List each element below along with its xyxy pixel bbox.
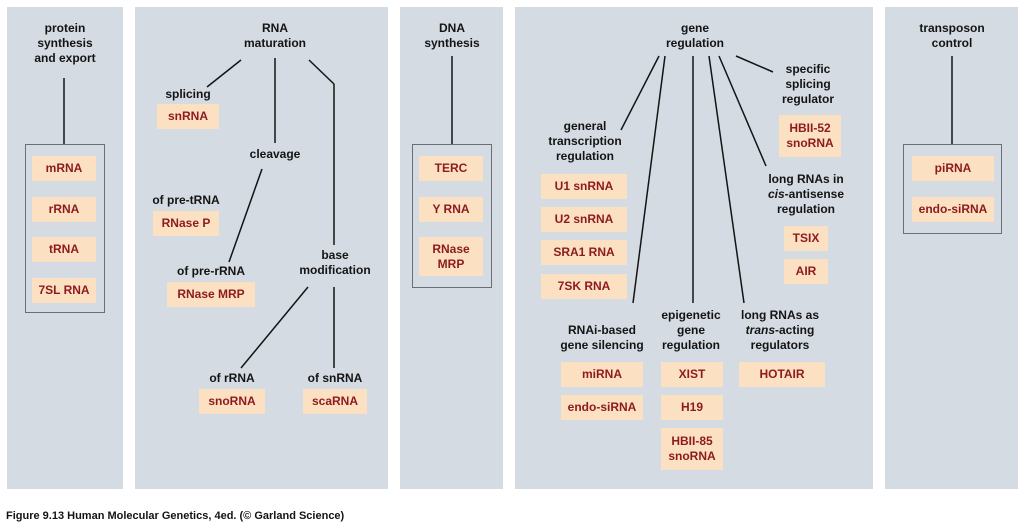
u1-snrna-box: U1 snRNA — [541, 174, 627, 199]
cleavage-label: cleavage — [249, 147, 301, 161]
splicing-label: splicing — [165, 87, 211, 101]
cis-label-part4: regulation — [776, 202, 835, 216]
cis-antisense-label: long RNAs in cis-antisense regulation — [748, 172, 864, 217]
air-box: AIR — [784, 259, 828, 284]
protein-title: protein synthesis and export — [34, 21, 96, 65]
hbii-52-snorna-box: HBII-52 snoRNA — [779, 115, 841, 157]
protein-frame — [25, 144, 105, 313]
mrna-box: mRNA — [32, 156, 96, 181]
dna-frame — [412, 144, 492, 288]
cis-label-part3: -antisense — [784, 187, 845, 201]
hbii-85-snorna-box: HBII-85 snoRNA — [661, 428, 723, 470]
trans-label-part3: -acting — [775, 323, 815, 337]
y-rna-box: Y RNA — [419, 197, 483, 222]
endo-sirna-gene-box: endo-siRNA — [561, 395, 643, 420]
cis-label-part1: long RNAs in — [768, 172, 844, 186]
hotair-box: HOTAIR — [739, 362, 825, 387]
figure-caption: Figure 9.13 Human Molecular Genetics, 4e… — [6, 510, 345, 522]
endo-sirna-transposon-box: endo-siRNA — [912, 197, 994, 222]
trans-acting-label: long RNAs as trans-acting regulators — [730, 308, 830, 353]
cis-label-italic: cis — [767, 187, 785, 201]
rnase-mrp-box: RNase MRP — [167, 282, 255, 307]
trans-label-italic: trans — [745, 323, 775, 337]
trans-label-part1: long RNAs as — [740, 308, 819, 322]
mirna-box: miRNA — [561, 362, 643, 387]
7sl-rna-box: 7SL RNA — [32, 278, 96, 303]
pre-rrna-label: of pre-rRNA — [177, 264, 245, 278]
pre-trna-label: of pre-tRNA — [152, 193, 220, 207]
pirna-box: piRNA — [912, 156, 994, 181]
terc-box: TERC — [419, 156, 483, 181]
xist-box: XIST — [661, 362, 723, 387]
h19-box: H19 — [661, 395, 723, 420]
base-modification-label: base modification — [299, 248, 371, 277]
rnase-mrp-dna-box: RNase MRP — [419, 237, 483, 276]
of-snrna-label: of snRNA — [307, 371, 363, 385]
transposon-control-title: transposon control — [919, 21, 985, 50]
sra1-rna-box: SRA1 RNA — [541, 240, 627, 265]
rna-maturation-title: RNA maturation — [243, 21, 306, 50]
rnase-p-box: RNase P — [153, 211, 219, 236]
snrna-box: snRNA — [157, 104, 219, 129]
scarna-box: scaRNA — [303, 389, 367, 414]
general-transcription-label: general transcription regulation — [548, 119, 622, 163]
epigenetic-regulation-label: epigenetic gene regulation — [661, 308, 721, 352]
of-rrna-label: of rRNA — [209, 371, 255, 385]
trans-label-part4: regulators — [750, 338, 810, 352]
specific-splicing-label: specific splicing regulator — [781, 62, 834, 106]
rrna-box: rRNA — [32, 197, 96, 222]
u2-snrna-box: U2 snRNA — [541, 207, 627, 232]
gene-regulation-title: gene regulation — [665, 21, 724, 50]
transposon-frame — [903, 144, 1002, 234]
snorna-box: snoRNA — [199, 389, 265, 414]
trna-box: tRNA — [32, 237, 96, 262]
rnai-gene-silencing-label: RNAi-based gene silencing — [560, 323, 644, 352]
7sk-rna-box: 7SK RNA — [541, 274, 627, 299]
dna-synthesis-title: DNA synthesis — [424, 21, 480, 50]
tsix-box: TSIX — [784, 226, 828, 251]
